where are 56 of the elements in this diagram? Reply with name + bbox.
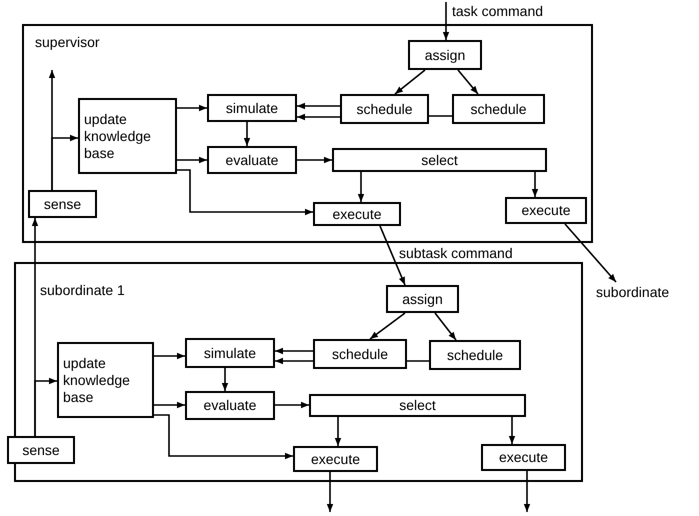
arrow [358,172,364,202]
arrow [275,358,313,364]
group-title: supervisor [35,33,100,52]
process-box: assign [386,285,459,313]
arrow [379,226,406,286]
arrow [244,122,250,146]
process-box: schedule [429,340,521,370]
process-box: sense [7,436,75,464]
process-box: update knowledge base [78,98,177,174]
process-box: evaluate [185,391,275,420]
arrow [154,352,185,360]
edge-label: subtask command [398,245,514,261]
edge-label: task command [451,3,544,19]
arrow [297,114,340,120]
arrow [434,312,457,340]
process-box: execute [505,197,587,224]
group-frame [14,262,583,482]
arrow [394,69,426,95]
arrow [334,417,342,446]
process-box: update knowledge base [57,342,154,418]
process-box: evaluate [207,146,297,174]
process-box: select [332,148,547,172]
process-box: assign [408,40,482,70]
process-box: execute [293,446,378,472]
process-box: schedule [313,339,407,369]
arrow [297,102,340,110]
arrow [442,2,450,40]
arrow [177,104,207,112]
arrow [532,172,538,197]
arrow [154,402,185,408]
arrow [48,70,56,190]
process-box: simulate [185,338,275,368]
arrow [34,378,57,436]
process-box: schedule [340,94,429,124]
process-box: execute [313,202,401,226]
process-box: sense [28,190,97,218]
arrow [177,156,207,164]
group-title: subordinate 1 [40,281,125,300]
process-box: select [309,394,526,417]
arrow [275,348,313,354]
arrow [275,402,309,408]
arrow [370,312,406,340]
arrow [177,169,313,216]
arrow [297,156,332,164]
target-label: subordinate [596,282,696,302]
arrow [222,368,228,391]
arrow [457,69,479,95]
arrow [524,471,530,512]
process-box: execute [481,444,566,471]
arrow [326,472,334,512]
arrow [154,414,293,460]
arrow [564,223,617,283]
process-box: simulate [207,94,297,122]
group-frame [22,24,593,243]
arrow [508,417,516,444]
process-box: schedule [452,94,545,124]
